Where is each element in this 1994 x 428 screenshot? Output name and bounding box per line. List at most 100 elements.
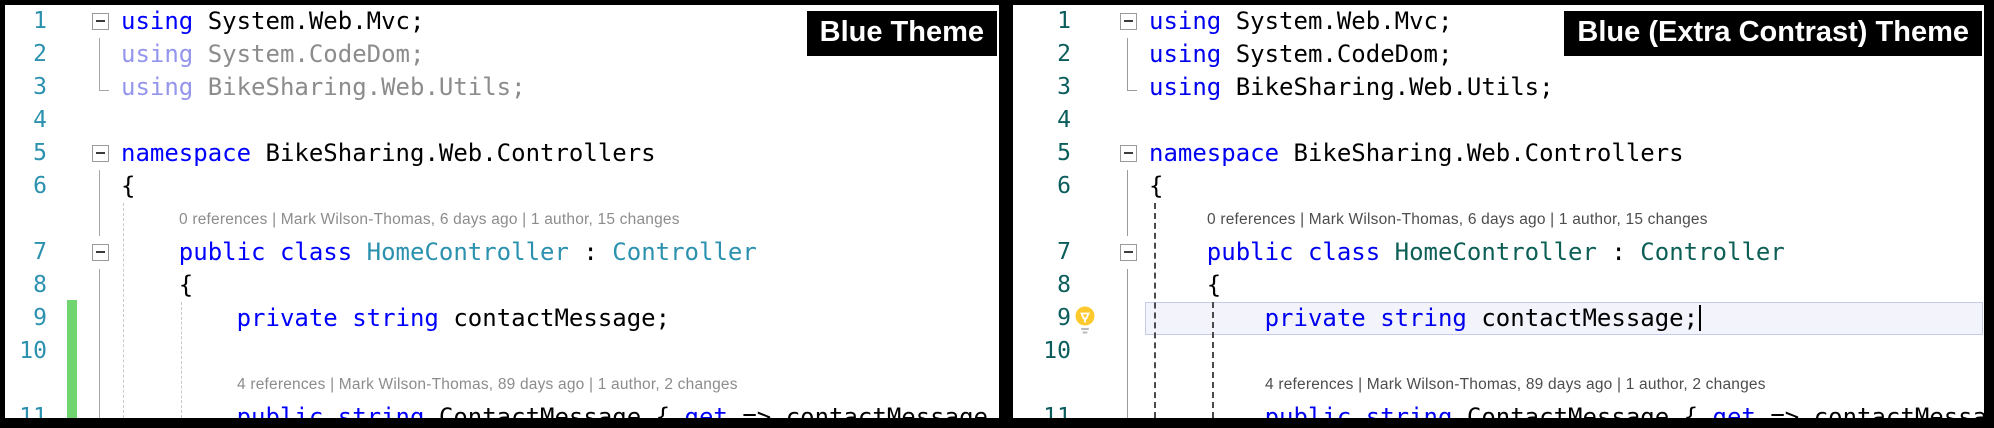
code-text[interactable]	[113, 335, 999, 368]
code-token	[1149, 304, 1265, 332]
outline-structure-line	[99, 170, 100, 203]
code-row[interactable]: 8 {	[1013, 269, 1984, 302]
code-row[interactable]: 4	[5, 104, 999, 137]
code-text[interactable]: private string contactMessage;	[1141, 302, 1984, 335]
code-text[interactable]: namespace BikeSharing.Web.Controllers	[1141, 137, 1984, 170]
code-row[interactable]: 10	[1013, 335, 1984, 368]
glyph-margin	[1071, 170, 1115, 203]
code-token	[1380, 238, 1394, 266]
outline-structure-line	[99, 302, 100, 335]
outline-structure-line	[1127, 302, 1128, 335]
fold-collapse-control[interactable]	[1115, 236, 1141, 269]
glyph-margin	[47, 104, 87, 137]
glyph-margin	[1071, 335, 1115, 368]
code-row[interactable]: 5 namespace BikeSharing.Web.Controllers	[5, 137, 999, 170]
codelens-row[interactable]: 0 references | Mark Wilson-Thomas, 6 day…	[5, 203, 999, 236]
codelens-row[interactable]: 0 references | Mark Wilson-Thomas, 6 day…	[1013, 203, 1984, 236]
line-number: 4	[1057, 107, 1071, 133]
code-row[interactable]: 4	[1013, 104, 1984, 137]
code-token: System.CodeDom;	[1221, 40, 1453, 68]
glyph-margin	[1071, 401, 1115, 418]
code-text[interactable]: public string ContactMessage { get => co…	[113, 401, 999, 418]
code-text[interactable]	[1141, 335, 1984, 368]
code-row[interactable]: 10	[5, 335, 999, 368]
code-text[interactable]	[113, 104, 999, 137]
fold-margin	[1115, 302, 1141, 335]
line-number: 5	[33, 140, 47, 166]
fold-collapse-control[interactable]	[87, 5, 113, 38]
code-row[interactable]: 9 private string contactMessage;	[1013, 302, 1984, 335]
code-text[interactable]: private string contactMessage;	[113, 302, 999, 335]
codelens-text[interactable]: 0 references | Mark Wilson-Thomas, 6 day…	[179, 211, 680, 228]
outline-structure-line	[1127, 203, 1128, 236]
code-row[interactable]: 11 public string ContactMessage { get =>…	[1013, 401, 1984, 418]
codelens-row[interactable]: 4 references | Mark Wilson-Thomas, 89 da…	[1013, 368, 1984, 401]
code-token: {	[1149, 172, 1164, 200]
code-row[interactable]: 6{	[1013, 170, 1984, 203]
theme-label: Blue Theme	[806, 11, 997, 56]
code-text[interactable]: public string ContactMessage { get => co…	[1141, 401, 1984, 418]
code-text[interactable]: using BikeSharing.Web.Utils;	[113, 71, 999, 104]
glyph-margin	[1071, 269, 1115, 302]
glyph-margin	[1071, 236, 1115, 269]
fold-collapse-control[interactable]	[1115, 5, 1141, 38]
outline-structure-line	[1127, 335, 1128, 368]
code-text[interactable]: {	[113, 170, 999, 203]
line-number: 8	[1057, 272, 1071, 298]
fold-collapse-control[interactable]	[87, 236, 113, 269]
codelens-text[interactable]: 4 references | Mark Wilson-Thomas, 89 da…	[1265, 376, 1766, 393]
code-text[interactable]: {	[113, 269, 999, 302]
collapse-minus-icon	[92, 145, 109, 162]
quick-actions-lightbulb-icon[interactable]	[1072, 305, 1100, 335]
code-text[interactable]: namespace BikeSharing.Web.Controllers	[113, 137, 999, 170]
code-row[interactable]: 6{	[5, 170, 999, 203]
code-text[interactable]: using System.CodeDom;	[113, 38, 999, 71]
code-token: get	[1712, 403, 1756, 418]
code-text[interactable]: using System.Web.Mvc;	[1141, 5, 1984, 38]
code-text[interactable]: {	[1141, 170, 1984, 203]
code-row[interactable]: 11 public string ContactMessage { get =>…	[5, 401, 999, 418]
code-text[interactable]: public class HomeController : Controller	[113, 236, 999, 269]
fold-margin	[87, 71, 113, 104]
code-token: namespace	[1149, 139, 1280, 167]
indent-guide	[1154, 203, 1156, 418]
glyph-margin	[1071, 71, 1115, 104]
glyph-margin	[1071, 368, 1115, 401]
fold-collapse-control[interactable]	[1115, 137, 1141, 170]
code-token: private string	[1264, 304, 1467, 332]
code-token	[1149, 403, 1265, 418]
fold-margin	[87, 203, 113, 236]
glyph-margin	[1071, 203, 1115, 236]
indent-guide	[123, 203, 124, 418]
code-row[interactable]: 9 private string contactMessage;	[5, 302, 999, 335]
codelens-row[interactable]: 4 references | Mark Wilson-Thomas, 89 da…	[5, 368, 999, 401]
code-text[interactable]: {	[1141, 269, 1984, 302]
code-row[interactable]: 8 {	[5, 269, 999, 302]
fold-margin	[1115, 71, 1141, 104]
codelens-text[interactable]: 0 references | Mark Wilson-Thomas, 6 day…	[1207, 211, 1708, 228]
line-number: 6	[33, 173, 47, 199]
code-text[interactable]	[1141, 104, 1984, 137]
fold-margin	[87, 302, 113, 335]
code-row[interactable]: 7 public class HomeController : Controll…	[1013, 236, 1984, 269]
code-row[interactable]: 7 public class HomeController : Controll…	[5, 236, 999, 269]
code-text[interactable]: using System.Web.Mvc;	[113, 5, 999, 38]
code-text[interactable]: using System.CodeDom;	[1141, 38, 1984, 71]
codelens-text[interactable]: 4 references | Mark Wilson-Thomas, 89 da…	[237, 376, 738, 393]
fold-collapse-control[interactable]	[87, 137, 113, 170]
line-number: 8	[33, 272, 47, 298]
code-text[interactable]: public class HomeController : Controller	[1141, 236, 1984, 269]
fold-margin	[87, 335, 113, 368]
code-text[interactable]: using BikeSharing.Web.Utils;	[1141, 71, 1984, 104]
glyph-margin	[47, 203, 87, 236]
line-number	[5, 203, 47, 236]
